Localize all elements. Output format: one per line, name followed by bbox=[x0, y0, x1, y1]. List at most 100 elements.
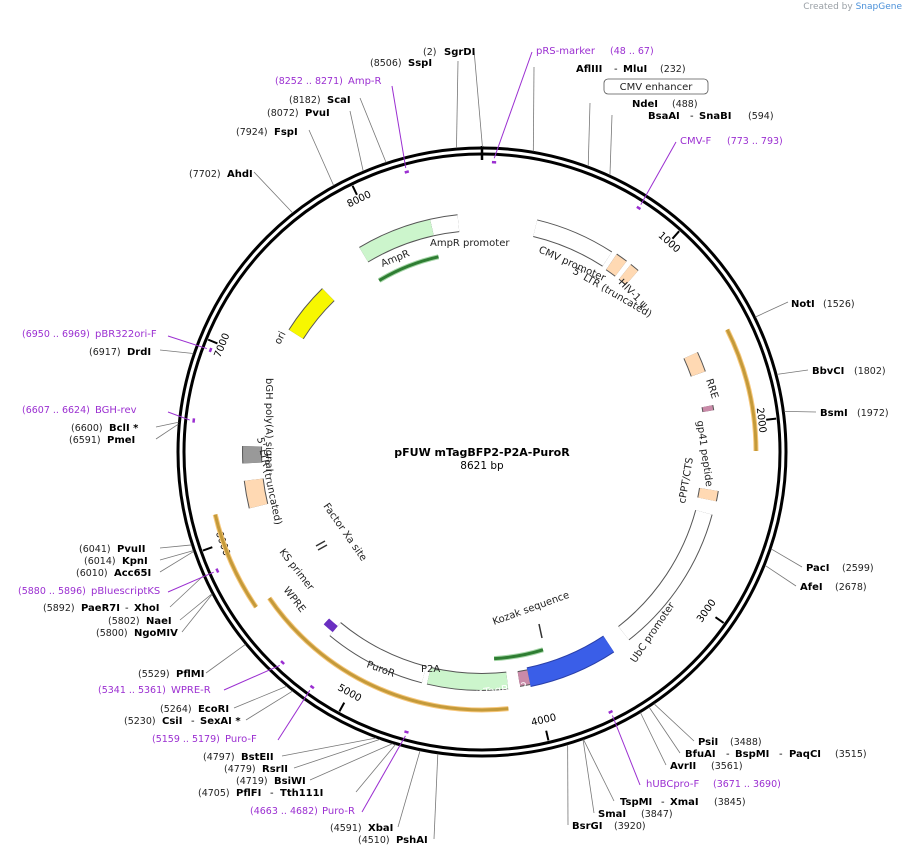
tick-mark bbox=[545, 730, 550, 741]
primer-name: pBR322ori-F bbox=[95, 329, 157, 340]
tick-mark bbox=[351, 185, 358, 196]
enzyme-name: XmaI bbox=[670, 797, 699, 808]
primer-range: (6607 .. 6624) bbox=[22, 405, 90, 416]
enzyme-name: EcoRI bbox=[198, 704, 229, 715]
primer-mark bbox=[309, 684, 315, 690]
enzyme-name: NaeI bbox=[146, 616, 172, 627]
primer-leader-line bbox=[167, 335, 207, 350]
enzyme-name: XbaI bbox=[368, 823, 393, 834]
enzyme-pos: (5230) bbox=[124, 716, 156, 727]
enzyme-pos: (5264) bbox=[160, 704, 192, 715]
enzyme-leader-line bbox=[293, 739, 380, 769]
enzyme-leader-line bbox=[770, 548, 803, 568]
green-track-bfp bbox=[494, 648, 544, 661]
enzyme-name: PmeI bbox=[107, 435, 135, 446]
primer-mark bbox=[636, 205, 642, 211]
enzyme-name: SnaBI bbox=[699, 111, 731, 122]
enzyme-leader-line bbox=[159, 544, 192, 549]
enzyme-pos: (3847) bbox=[641, 809, 673, 820]
enzyme-pos: (4591) bbox=[330, 823, 362, 834]
enzyme-name: NotI bbox=[791, 299, 815, 310]
plasmid-size: 8621 bp bbox=[460, 460, 504, 472]
enzyme-name: PaqCI bbox=[789, 749, 821, 760]
enzyme-pos: (594) bbox=[748, 111, 774, 122]
enzyme-leader-line bbox=[755, 301, 789, 318]
enzyme-pos: (3845) bbox=[714, 797, 746, 808]
rre-box bbox=[684, 352, 705, 377]
feature-label-gp41: gp41 peptide bbox=[694, 420, 714, 488]
enzyme-leader-line bbox=[609, 114, 613, 176]
enzyme-leader-line bbox=[582, 739, 595, 814]
cmv-enhancer-box bbox=[603, 78, 709, 95]
primer-range: (4663 .. 4682) bbox=[250, 806, 318, 817]
ori-arrow bbox=[289, 288, 334, 339]
enzyme-pos: (3920) bbox=[614, 821, 646, 832]
enzyme-leader-line bbox=[640, 712, 667, 766]
feature-label-rre: RRE bbox=[703, 378, 720, 401]
primer-mark bbox=[280, 660, 285, 665]
enzyme-name: PflMI bbox=[176, 669, 204, 680]
gp41-arrow bbox=[702, 405, 714, 412]
enzyme-name: PacI bbox=[806, 563, 829, 574]
orange-track-gag-outline bbox=[724, 328, 759, 452]
enzyme-pos: (6010) bbox=[76, 568, 108, 579]
primer-leader-line bbox=[611, 715, 641, 786]
tick-label: 3000 bbox=[695, 598, 719, 625]
enzyme-name: XhoI bbox=[134, 603, 159, 614]
enzyme-leader-line bbox=[456, 60, 459, 149]
tick-label: 1000 bbox=[656, 230, 682, 255]
feature-label-bgh: bGH poly(A) signal bbox=[263, 378, 274, 471]
enzyme-leader-line bbox=[308, 129, 335, 186]
puror-arrow bbox=[427, 667, 509, 690]
enzyme-sep: - bbox=[125, 603, 129, 614]
features bbox=[212, 214, 759, 713]
tick-label: 7000 bbox=[213, 332, 233, 360]
cppt-box bbox=[698, 488, 718, 502]
enzyme-pos: (8072) bbox=[267, 108, 299, 119]
ampr-promoter-arrow bbox=[430, 215, 460, 236]
enzyme-name: BbvCI bbox=[812, 366, 844, 377]
enzyme-name: CsiI bbox=[162, 716, 182, 727]
hiv-psi-box bbox=[619, 264, 638, 285]
enzyme-name: PvuII bbox=[117, 544, 145, 555]
enzyme-name: AflIII bbox=[576, 64, 602, 75]
primer-range: (6950 .. 6969) bbox=[22, 329, 90, 340]
primer-leader-line bbox=[640, 141, 677, 205]
enzyme-pos: (1972) bbox=[857, 408, 889, 419]
enzyme-leader-line bbox=[233, 685, 287, 709]
enzyme-pos: (2599) bbox=[842, 563, 874, 574]
feature-label-ampr-promoter: AmpR promoter bbox=[430, 238, 510, 249]
tick-mark bbox=[671, 230, 680, 240]
enzyme-pos: (4779) bbox=[224, 764, 256, 775]
enzyme-name: NdeI bbox=[632, 99, 658, 110]
enzyme-name: BspMI bbox=[735, 749, 769, 760]
enzyme-leader-line bbox=[648, 706, 681, 754]
primer-name: hUBCpro-F bbox=[646, 779, 699, 790]
enzyme-pos: (8182) bbox=[289, 95, 321, 106]
enzyme-leader-line bbox=[245, 690, 293, 721]
enzyme-name: PflFI bbox=[236, 788, 261, 799]
enzyme-leader-line bbox=[764, 565, 797, 587]
p2a-arrow bbox=[517, 670, 531, 686]
enzyme-sep: - bbox=[270, 788, 274, 799]
enzyme-name: BsaAI bbox=[648, 111, 680, 122]
enzyme-pos: (1526) bbox=[823, 299, 855, 310]
enzyme-pos: (6014) bbox=[84, 556, 116, 567]
enzyme-leader-line bbox=[159, 551, 194, 573]
tick-mark bbox=[714, 616, 725, 624]
enzyme-pos: (3515) bbox=[835, 749, 867, 760]
tick-mark bbox=[207, 338, 218, 345]
enzyme-name: BsrGI bbox=[572, 821, 602, 832]
green-track-ampr bbox=[378, 255, 439, 282]
enzyme-name: AfeI bbox=[800, 582, 823, 593]
feature-label-ks-primer: KS primer bbox=[277, 547, 317, 593]
enzyme-pos: (8506) bbox=[370, 58, 402, 69]
primer-name: pRS-marker bbox=[536, 46, 596, 57]
primer-leader-line bbox=[391, 85, 407, 169]
orange-track-ltr-outline bbox=[212, 513, 259, 609]
primer-name: Puro-R bbox=[322, 806, 355, 817]
feature-label-wpre: WPRE bbox=[281, 585, 308, 615]
primer-range: (8252 .. 8271) bbox=[275, 76, 343, 87]
enzyme-pos: (6591) bbox=[69, 435, 101, 446]
